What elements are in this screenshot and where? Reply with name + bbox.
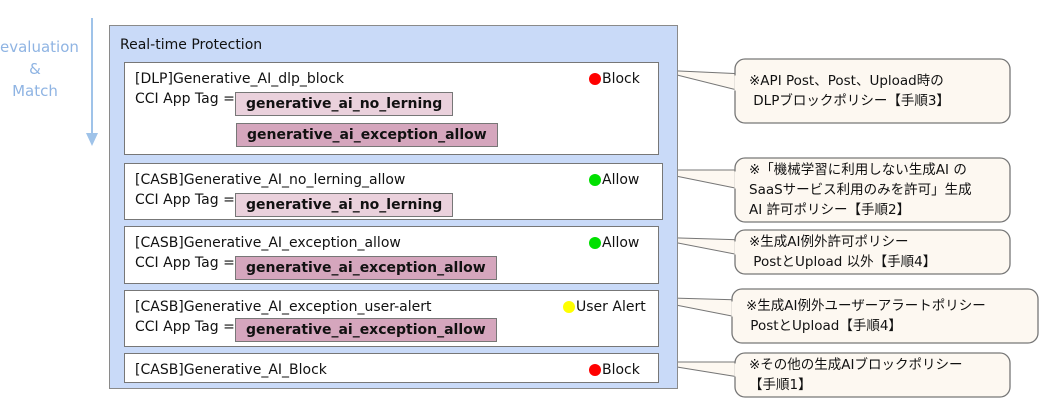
callout-line: AI 許可ポリシー【手順2】 [749,202,911,218]
action-status: Block [589,362,640,378]
cci-app-tag-label: CCI App Tag = [135,255,235,271]
cci-app-tag-label: CCI App Tag = [135,91,235,107]
callout-text: ※生成AI例外ユーザーアラートポリシー PostとUpload【手順4】 [746,296,986,336]
callout-bubble [734,58,1011,124]
flow-label-line: evaluation [0,38,79,56]
cci-app-tag: generative_ai_no_lerning [235,193,454,217]
rule-name: [CASB]Generative_AI_exception_user-alert [135,299,432,315]
rule-name: [DLP]Generative_AI_dlp_block [135,71,345,87]
callout-line: ※生成AI例外許可ポリシー [749,234,909,250]
rule-name: [CASB]Generative_AI_no_lerning_allow [135,172,406,188]
cci-app-tag: generative_ai_exception_allow [235,256,497,280]
callout-line: ※その他の生成AIブロックポリシー [749,357,963,373]
callout-pointer-join [734,241,747,255]
action-label: Allow [602,172,640,188]
status-dot-icon [563,301,575,313]
rule-name: [CASB]Generative_AI_exception_allow [135,235,401,251]
status-dot-icon [589,73,601,85]
callout-line: PostとUpload 以外【手順4】 [749,254,937,270]
callout-text: ※「機械学習に利用しない生成AI の SaaSサービス利用のみを許可」生成 AI 許… [749,160,972,220]
callout-pointer-join [731,301,744,317]
callout-line: DLPブロックポリシー【手順3】 [749,93,950,109]
action-label: Allow [602,235,640,251]
action-label: Block [602,362,640,378]
action-status: User Alert [563,299,646,315]
callout-line: PostとUpload【手順4】 [746,318,902,334]
cci-app-tag: generative_ai_exception_allow [236,123,498,147]
action-label: User Alert [576,299,646,315]
callout-line: ※生成AI例外ユーザーアラートポリシー [746,298,986,314]
callout-line: SaaSサービス利用のみを許可」生成 [749,182,972,198]
cci-app-tag: generative_ai_no_lerning [235,92,454,116]
callout-line: 【手順1】 [749,377,812,393]
action-status: Allow [589,235,639,251]
callout-line: ※「機械学習に利用しない生成AI の [749,162,967,178]
status-dot-icon [589,174,601,186]
callout-text: ※API Post、Post、Upload時の DLPブロックポリシー【手順3】 [749,71,950,111]
evaluation-order-label: evaluation & Match [0,36,79,102]
callout-line: ※API Post、Post、Upload時の [749,73,944,89]
action-status: Block [589,71,640,87]
cci-app-tag: generative_ai_exception_allow [235,318,497,342]
down-arrow-icon [86,18,98,146]
cci-app-tag-label: CCI App Tag = [135,319,235,335]
action-status: Allow [589,172,639,188]
action-label: Block [602,71,640,87]
flow-label-line: Match [12,82,58,100]
cci-app-tag-label: CCI App Tag = [135,192,235,208]
callout-pointer-join [734,363,747,377]
callout-text: ※その他の生成AIブロックポリシー【手順1】 [749,355,963,395]
policy-rule[interactable]: [CASB]Generative_AI_Block Block [124,353,659,383]
rule-name: [CASB]Generative_AI_Block [135,362,327,378]
flow-label-line: & [29,60,41,78]
status-dot-icon [589,237,601,249]
callout-text: ※生成AI例外許可ポリシー PostとUpload 以外【手順4】 [749,232,936,272]
panel-title: Real-time Protection [120,37,263,53]
callout-bubble [734,157,1011,223]
callout-pointer-join [734,171,747,189]
status-dot-icon [589,364,601,376]
callout-pointer-join [734,75,747,91]
